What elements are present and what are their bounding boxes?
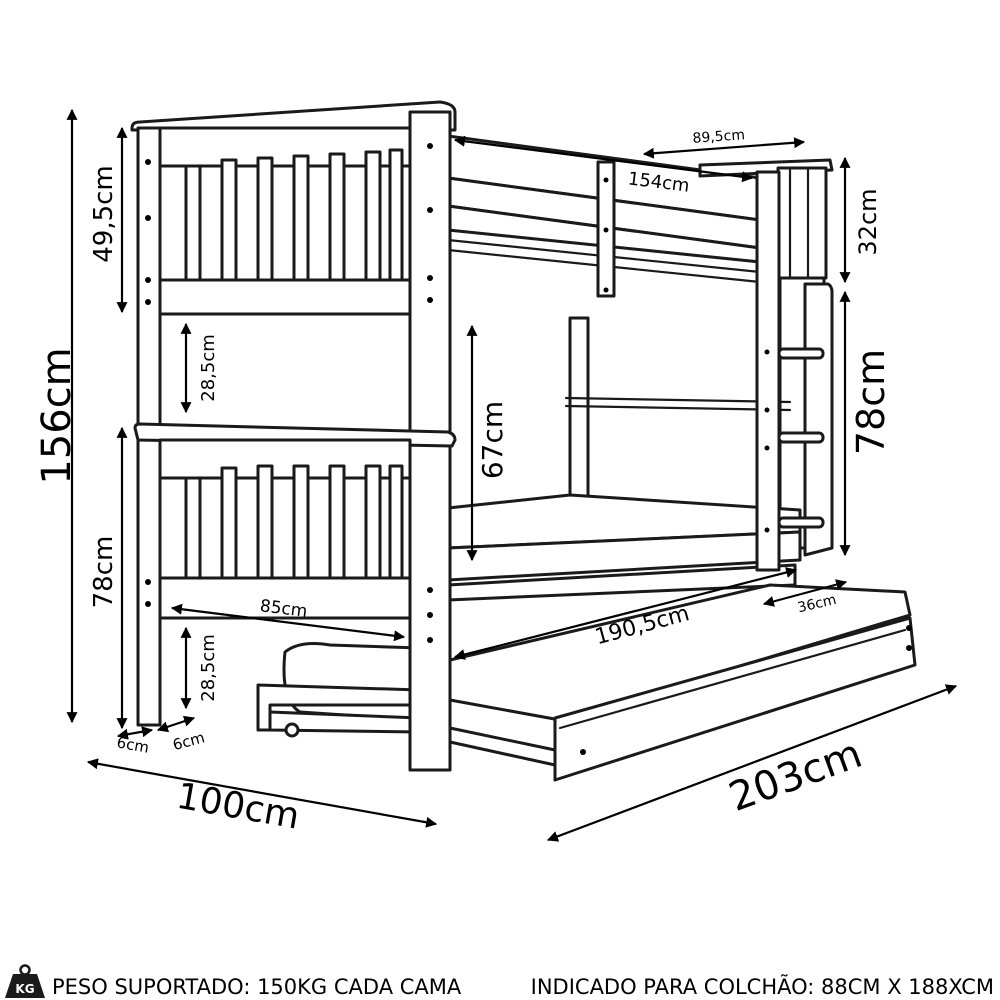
bottom-mattress <box>446 493 802 602</box>
label-ladder-height: 78cm <box>849 349 893 455</box>
label-top-outer-width: 89,5cm <box>692 127 746 147</box>
guard-rail-and-ladder <box>596 160 834 572</box>
label-bottom-headboard: 78cm <box>89 536 119 609</box>
screw-dots <box>145 143 433 643</box>
label-guard-rail-height: 32cm <box>854 188 882 255</box>
label-total-length: 203cm <box>723 731 868 821</box>
dimension-lines <box>66 108 958 842</box>
label-under-bed-clearance: 28,5cm <box>198 634 219 702</box>
supported-weight-text: PESO SUPORTADO: 150KG CADA CAMA <box>52 975 462 999</box>
kg-weight-icon: KG <box>5 964 45 998</box>
label-top-headboard: 49,5cm <box>89 165 119 263</box>
front-end-frame <box>130 100 457 772</box>
label-foot-depth: 6cm <box>115 733 150 756</box>
label-total-height: 156cm <box>34 347 80 484</box>
label-total-width: 100cm <box>174 776 303 838</box>
label-foot-width: 6cm <box>171 728 207 754</box>
svg-text:KG: KG <box>15 982 34 996</box>
label-bunk-gap: 67cm <box>476 401 509 479</box>
top-headboard-slats <box>184 148 404 282</box>
mattress-size-text: INDICADO PARA COLCHÃO: 88CM X 188XCM <box>530 975 994 999</box>
label-rail-gap-top: 28,5cm <box>198 334 219 402</box>
bottom-headboard-slats <box>184 464 404 580</box>
